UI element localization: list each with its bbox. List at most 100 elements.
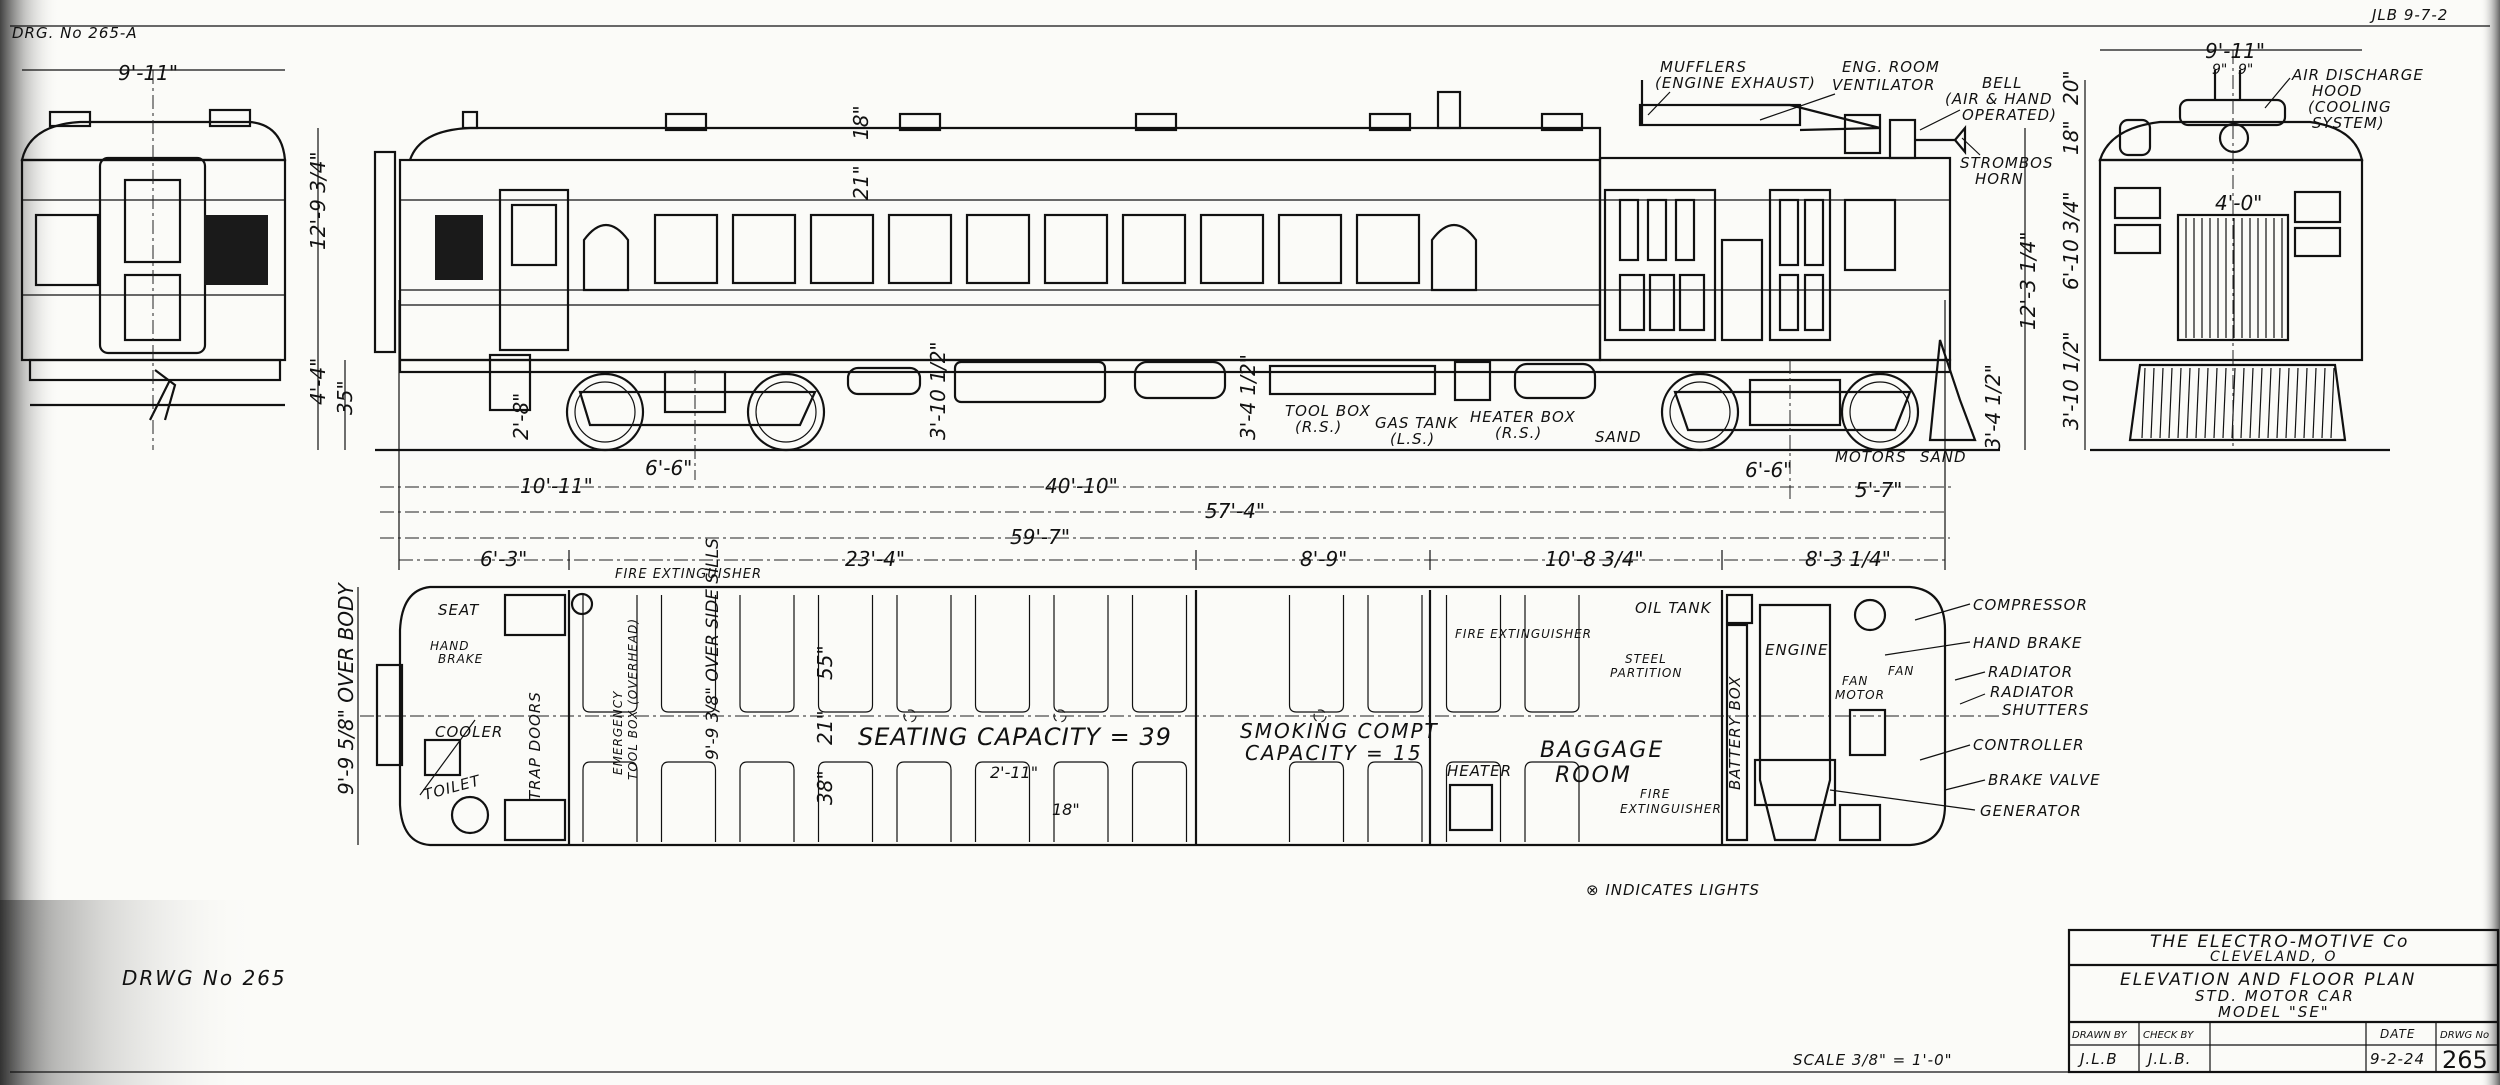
dim-letterboard: 21" [849,165,873,200]
label-seat: SEAT [438,601,480,619]
pilot-bar [2258,367,2263,439]
callout-bell-3: OPERATED) [1962,106,2057,124]
label-fan-motor-2: MOTOR [1835,688,1885,702]
dim-overhang-left: 10'-11" [520,474,593,498]
label-oil-tank: OIL TANK [1635,599,1712,617]
window [731,213,797,285]
label-steel: STEEL [1625,652,1667,666]
callout-vent-2: VENTILATOR [1832,76,1935,94]
pilot-bar [2294,367,2299,439]
dim-roof: 18" [849,105,873,140]
seat [896,595,952,713]
callout-sand-rear: SAND [1920,448,1967,466]
window [809,213,875,285]
front-end-view: 9'-11" 9" 9" 20" 18" 4'-0" 6'-10 3/4" 3'… [2059,39,2390,452]
window [887,213,953,285]
dim-hood-base: 18" [2059,120,2083,155]
seat [739,595,795,713]
roof-vent [1134,112,1178,132]
dim-left-height: 12'-9 3/4" [306,151,330,250]
title-city: CLEVELAND, O [2210,949,2337,965]
seat [1524,595,1580,713]
pilot-bar [2276,367,2281,439]
label-compressor: COMPRESSOR [1973,596,2088,614]
callout-tool-box-2: (R.S.) [1295,418,1342,436]
elevation-dimensions: 18" 21" 2'-8" 6'-6" 3'-10 1/2" 3'-4 1/2"… [380,105,2040,571]
dim-right-end-height: 6'-10 3/4" [2059,191,2083,290]
dim-seat-length: 55" [813,645,837,680]
window [1121,213,1187,285]
dim-step: 2'-8" [509,393,533,440]
pilot-bar [2177,367,2182,439]
light-icon [1313,709,1327,723]
pilot-bar [2186,367,2191,439]
label-fire-extinguisher-2: FIRE EXTINGUISHER [1455,627,1592,641]
drwg-no-label: DRWG No [2440,1030,2489,1041]
window [653,213,719,285]
window [965,213,1031,285]
dim-left-end-width: 9'-11" [118,61,178,85]
dim-baggage: 10'-8 3/4" [1545,547,1644,571]
window [1277,213,1343,285]
check-by-label: CHECK BY [2143,1030,2194,1041]
window [1199,213,1265,285]
seat [1445,761,1502,842]
callout-horn: STROMBOS [1960,154,2053,172]
drwg-no: 265 [2442,1046,2488,1074]
drawing-ref-top: DRG. No 265-A [12,24,138,42]
callout-bell: BELL [1982,74,2022,92]
dim-hood-height: 20" [2059,70,2083,105]
seat [896,761,952,842]
pilot-bar [2168,367,2173,439]
dim-overhang-right: 5'-7" [1855,478,1902,502]
pilot-bar [2330,367,2335,439]
roof-vent [1540,112,1584,132]
pilot-bar [2267,367,2272,439]
seat [1131,761,1188,842]
callout-mufflers-2: (ENGINE EXHAUST) [1655,74,1816,92]
dim-right-end-floor: 3'-10 1/2" [2059,331,2083,430]
seat [1288,761,1345,842]
label-hand-brake: HAND BRAKE [1973,634,2082,652]
lights-note: ⊗ INDICATES LIGHTS [1586,881,1760,899]
pilot-bar [2321,367,2326,439]
seat [1053,761,1109,842]
pilot-bar [2312,367,2317,439]
dim-truck-centers: 40'-10" [1045,474,1118,498]
callout-vent: ENG. ROOM [1842,58,1940,76]
seat [817,761,874,842]
dim-right-end-width: 9'-11" [2205,39,2265,63]
seat [1367,595,1423,713]
pilot-bar [2141,367,2146,439]
label-heater: HEATER [1447,762,1512,780]
label-controller: CONTROLLER [1973,736,2085,754]
pilot-bar [2159,367,2164,439]
dim-grille-width: 4'-0" [2215,191,2262,215]
label-fire-extinguisher-3b: EXTINGUISHER [1620,802,1722,816]
dim-seat-short: 38" [813,770,837,805]
pilot-bar [2204,367,2209,439]
label-cooler: COOLER [435,723,503,741]
seats [582,595,1580,842]
label-seating-capacity: SEATING CAPACITY = 39 [858,723,1172,751]
pilot-bar [2249,367,2254,439]
callout-mufflers: MUFFLERS [1660,58,1747,76]
dim-right-height: 12'-3 1/4" [2016,231,2040,330]
pilot-bar [2285,367,2290,439]
roof-vent [898,112,942,132]
title-block: THE ELECTRO-MOTIVE Co CLEVELAND, O ELEVA… [2067,928,2500,1074]
light-icon [1053,709,1067,723]
dim-over-side-sills: 9'-9 3/8" OVER SIDE SILLS [703,538,723,760]
seat [1524,761,1580,842]
seat [660,595,717,713]
seat [660,761,717,842]
scale-note: SCALE 3/8" = 1'-0" [1793,1051,1953,1069]
seat [817,595,874,713]
drawing-number-left: DRWG No 265 [122,966,287,990]
dim-truck-left: 6'-6" [645,456,692,480]
callout-air-hood-2: HOOD [2312,82,2362,100]
pilot-bar [2240,367,2245,439]
callout-tool-box: TOOL BOX [1285,402,1371,420]
title-line-1: ELEVATION AND FLOOR PLAN [2120,970,2416,990]
label-brake-valve: BRAKE VALVE [1988,771,2101,789]
